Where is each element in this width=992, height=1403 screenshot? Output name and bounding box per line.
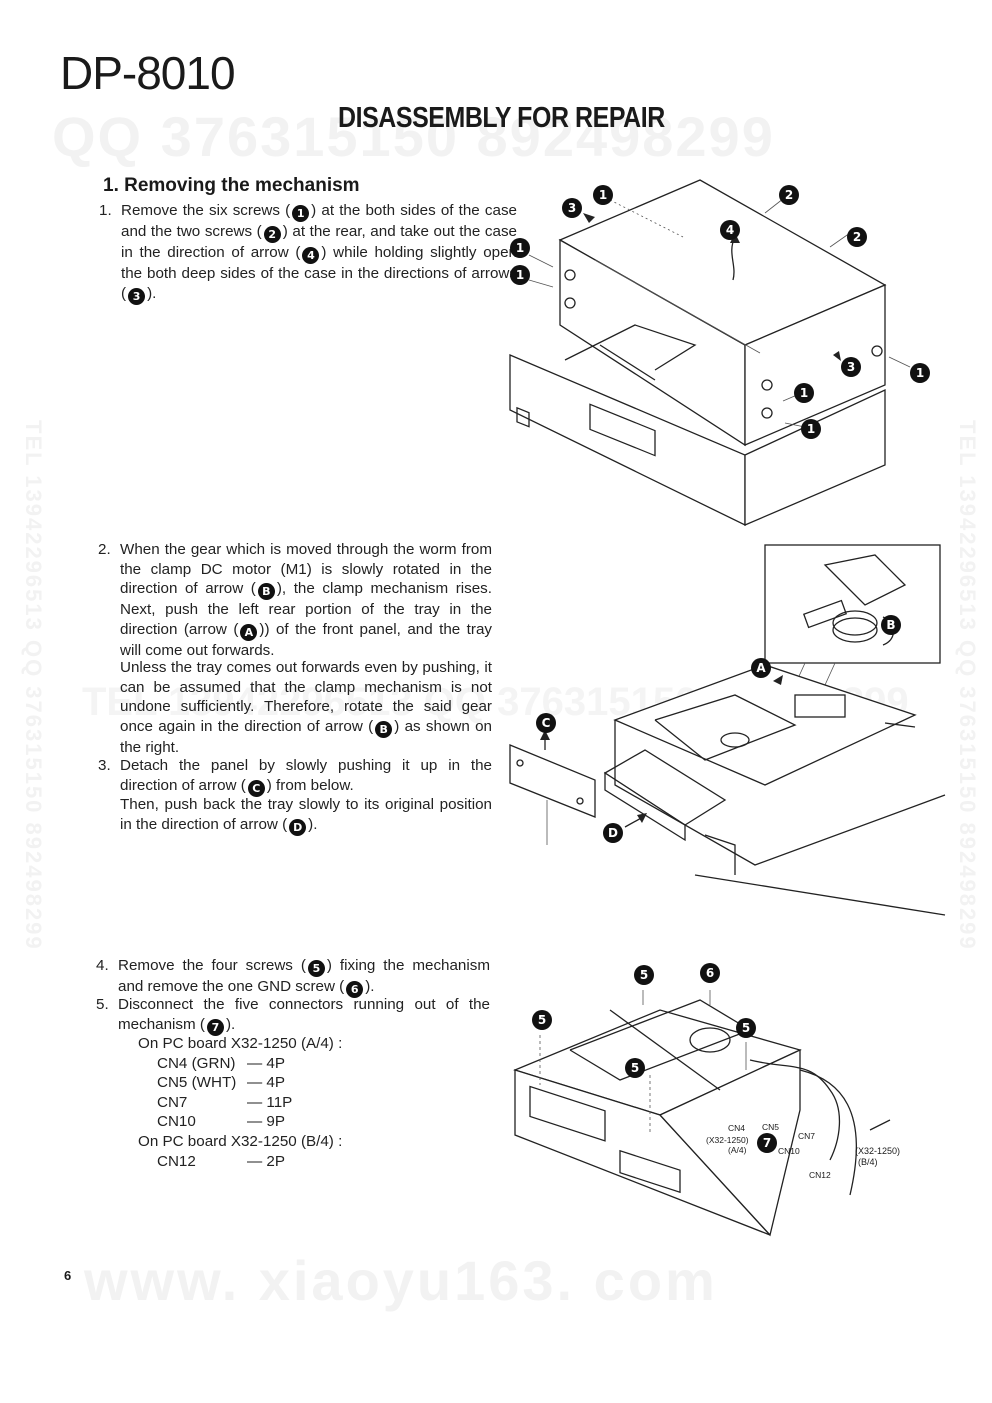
page-title: DISASSEMBLY FOR REPAIR xyxy=(338,102,665,134)
clamp-drawing xyxy=(509,544,946,916)
board-b-label-2: (B/4) xyxy=(858,1157,878,1167)
screw-1-icon: 1 xyxy=(593,185,613,205)
cn10-label: CN10 xyxy=(778,1146,800,1156)
watermark-bottom: www. xiaoyu163. com xyxy=(84,1249,718,1312)
watermark-left: TEL 13942296513 QQ 376315150 892498299 xyxy=(21,420,46,951)
arrow-d-icon: D xyxy=(289,818,307,836)
figure-clamp-tray: B A C D xyxy=(505,544,946,920)
arrow-c-icon: C xyxy=(536,713,556,733)
step-3-note: Then, push back the tray slowly to its o… xyxy=(120,796,492,836)
screw-1-icon: 1 xyxy=(801,419,821,439)
board-a-label: (X32-1250) xyxy=(706,1135,749,1145)
board-b-heading: On PC board X32-1250 (B/4) : xyxy=(138,1132,343,1150)
step-number: 3. xyxy=(98,757,111,774)
board-a-label-2: (A/4) xyxy=(728,1145,747,1155)
board-a-heading: On PC board X32-1250 (A/4) : xyxy=(138,1035,343,1052)
connector-row: CN10— 9P xyxy=(157,1113,285,1131)
step-2-note: Unless the tray comes out forwards even … xyxy=(120,659,492,756)
screw-1-icon: 1 xyxy=(910,363,930,383)
cn12-label: CN12 xyxy=(809,1170,831,1180)
connector-list: On PC board X32-1250 (A/4) : CN4 (GRN)— … xyxy=(138,1034,342,1171)
arrow-b-icon: B xyxy=(257,583,275,601)
screw-6-icon: 6 xyxy=(700,963,720,983)
connector-7-icon: 7 xyxy=(757,1133,777,1153)
screw-2-icon: 2 xyxy=(847,227,867,247)
step-4: 4. Remove the four screws (5) fixing the… xyxy=(96,957,490,998)
step-1: 1. Remove the six screws (1) at the both… xyxy=(99,202,517,305)
screw-5-icon: 5 xyxy=(736,1018,756,1038)
step-number: 5. xyxy=(96,996,109,1013)
cn4-label: CN4 xyxy=(728,1123,746,1133)
arrow-d-icon: D xyxy=(603,823,623,843)
arrow-3-icon: 3 xyxy=(562,198,582,218)
screw-2-icon: 2 xyxy=(263,226,281,243)
page-number: 6 xyxy=(64,1268,72,1283)
screw-5-icon: 5 xyxy=(307,960,325,977)
step-2: 2. When the gear which is moved through … xyxy=(98,541,492,659)
connector-row: CN7— 11P xyxy=(157,1093,293,1111)
step-number: 2. xyxy=(98,541,111,558)
screw-1-icon: 1 xyxy=(510,238,530,258)
arrow-b-icon: B xyxy=(375,720,393,738)
model-number: DP-8010 xyxy=(60,47,236,99)
arrow-4-icon: 4 xyxy=(302,247,320,264)
cn5-label: CN5 xyxy=(762,1122,780,1132)
screw-5-icon: 5 xyxy=(634,965,654,985)
step-3: 3. Detach the panel by slowly pushing it… xyxy=(98,757,492,797)
screw-5-icon: 5 xyxy=(532,1010,552,1030)
connector-row: CN4 (GRN)— 4P xyxy=(157,1054,285,1072)
screw-1-icon: 1 xyxy=(292,205,310,222)
screw-1-icon: 1 xyxy=(794,383,814,403)
mechanism-drawing xyxy=(513,990,891,1237)
connector-7-icon: 7 xyxy=(206,1018,224,1036)
connector-row: CN5 (WHT)— 4P xyxy=(157,1074,285,1092)
arrow-a-icon: A xyxy=(751,658,771,678)
arrow-c-icon: C xyxy=(247,779,265,797)
screw-2-icon: 2 xyxy=(779,185,799,205)
screw-6-icon: 6 xyxy=(346,981,364,998)
section-heading: 1. Removing the mechanism xyxy=(103,175,360,196)
step-5: 5. Disconnect the five connectors runnin… xyxy=(96,996,490,1036)
screw-1-icon: 1 xyxy=(510,265,530,285)
cn7-label: CN7 xyxy=(798,1131,816,1141)
step-number: 1. xyxy=(99,202,112,219)
arrow-b-icon: B xyxy=(881,615,901,635)
connector-row: CN12— 2P xyxy=(157,1152,285,1170)
arrow-4-icon: 4 xyxy=(720,220,740,240)
watermark-top: QQ 376315150 892498299 xyxy=(52,105,775,168)
arrow-3-icon: 3 xyxy=(841,357,861,377)
screw-5-icon: 5 xyxy=(625,1058,645,1078)
arrow-a-icon: A xyxy=(240,623,258,641)
arrow-3-icon: 3 xyxy=(128,287,146,305)
board-b-label: (X32-1250) xyxy=(855,1146,901,1156)
step-number: 4. xyxy=(96,957,109,974)
watermark-right: TEL 13942296513 QQ 376315150 892498299 xyxy=(955,420,980,951)
case-drawing xyxy=(509,179,911,527)
figure-case-removal: 1 3 2 2 4 1 1 3 1 1 1 xyxy=(505,175,935,527)
figure-mechanism-connectors: 5 6 5 5 5 7 CN4 CN5 CN7 CN10 CN12 (X32-1… xyxy=(510,960,940,1240)
